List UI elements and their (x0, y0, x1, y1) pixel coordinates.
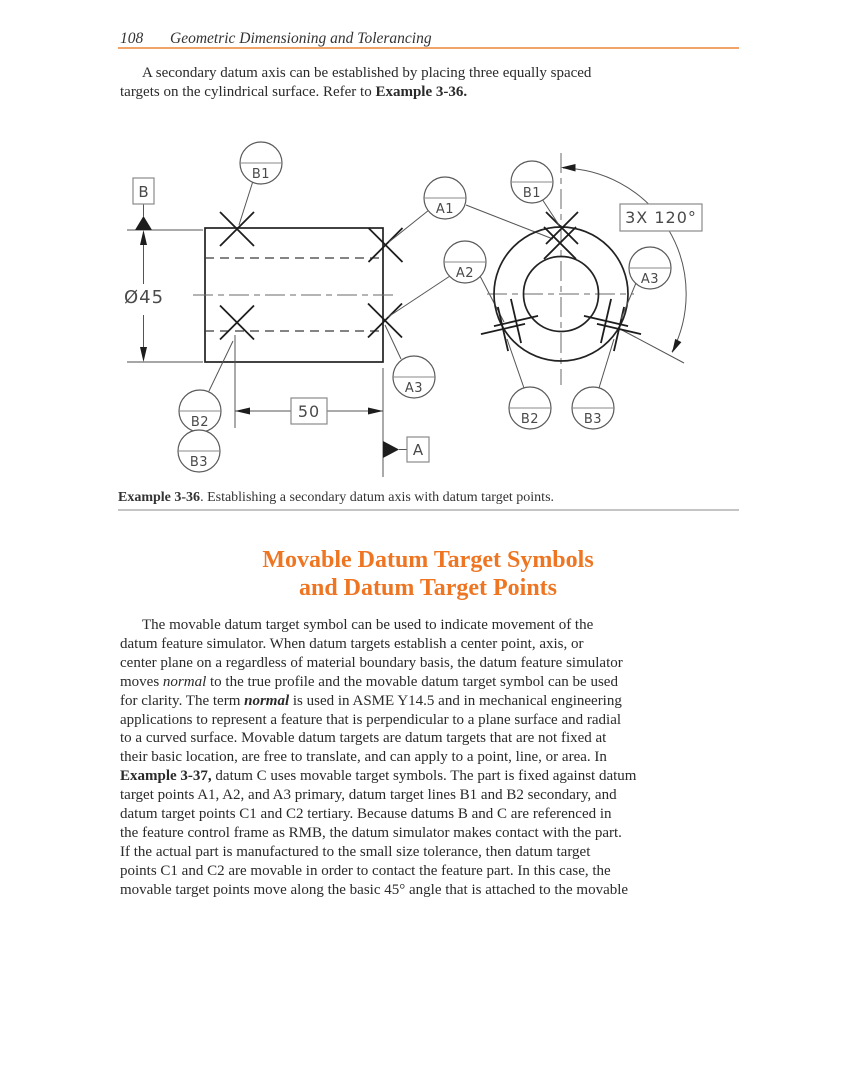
datum-feature-symbol-a: A (383, 436, 430, 463)
diameter-dimension: Ø45 (124, 230, 164, 362)
datum-triangle-a (383, 441, 399, 458)
datum-feature-symbol-b: B (132, 177, 155, 230)
text-segment: If the actual part is manufactured to th… (120, 843, 591, 860)
text-line: for clarity. The term normal is used in … (120, 692, 780, 711)
text-line: applications to represent a feature that… (120, 711, 780, 730)
target-label-a1: A1 (436, 202, 454, 217)
target-label-a3: A3 (405, 381, 423, 396)
text-segment: points C1 and C2 are movable in order to… (120, 862, 611, 879)
bore-circle (522, 255, 600, 333)
text-segment: Example 3-37, (120, 768, 212, 785)
text-segment: datum feature simulator. When datum targ… (120, 635, 584, 652)
length-arrow-left (235, 407, 250, 415)
target-label-b3-end: B3 (584, 412, 602, 427)
text-segment: targets on the cylindrical surface. Refe… (120, 84, 376, 100)
length-value-box (290, 397, 328, 425)
text-segment: to the true profile and the movable datu… (206, 673, 618, 690)
text-segment: Example 3-36. (375, 84, 468, 100)
intro-paragraph: A secondary datum axis can be establishe… (120, 64, 750, 102)
datum-letter-a: A (413, 441, 424, 459)
text-segment: . Establishing a secondary datum axis wi… (200, 490, 555, 505)
dim-arrow-down (140, 347, 147, 362)
text-segment: normal (162, 673, 207, 690)
header-title: Geometric Dimensioning and Tolerancing (170, 30, 432, 47)
text-segment: target points A1, A2, and A3 primary, da… (120, 787, 617, 804)
text-line: to a curved surface. Movable datum targe… (120, 729, 780, 748)
text-line: center plane on a regardless of material… (120, 654, 780, 673)
datum-box-b (132, 177, 155, 205)
section-heading-line2: and Datum Target Points (298, 575, 558, 601)
text-line: datum feature simulator. When datum targ… (120, 635, 780, 654)
text-segment: their basic location, are free to transl… (120, 749, 607, 766)
text-segment: center plane on a regardless of material… (120, 654, 623, 671)
target-label-a3-end: A3 (641, 272, 659, 287)
text-line: target points A1, A2, and A3 primary, da… (120, 786, 780, 805)
dim-arrow-up (140, 230, 147, 245)
text-segment: for clarity. The term (120, 692, 245, 709)
page-header: 108 Geometric Dimensioning and Tolerancin… (120, 30, 740, 48)
datum-target-symbols-side-view: B1 A1 A2 A3 B2 B3 (177, 141, 487, 473)
text-segment: movable target points move along the bas… (120, 881, 629, 898)
angle-arrow-top (561, 164, 576, 172)
datum-target-symbols-end-view: B1 A3 B2 B3 (508, 160, 672, 430)
target-label-b2-end: B2 (521, 412, 539, 427)
text-segment: datum C uses movable target symbols. The… (211, 768, 637, 785)
side-view: B Ø45 (124, 141, 554, 477)
radial-line (619, 328, 685, 364)
text-line: A secondary datum axis can be establishe… (120, 64, 750, 83)
text-segment: The movable datum target symbol can be u… (142, 617, 594, 633)
angle-arrow-bottom (672, 338, 682, 353)
text-line: Example 3-36. Establishing a secondary d… (118, 490, 758, 506)
target-label-b3: B3 (190, 455, 208, 470)
length-arrow-right (368, 407, 383, 415)
header-rule (118, 47, 739, 49)
caption-rule (118, 509, 739, 511)
text-line: moves normal to the true profile and the… (120, 673, 780, 692)
angle-value: 3X 120° (625, 208, 697, 227)
text-segment: moves (120, 673, 163, 690)
target-label-b1: B1 (252, 167, 270, 182)
datum-box-a (406, 436, 430, 463)
leader-lines-end-view (506, 198, 637, 389)
figure-caption: Example 3-36. Establishing a secondary d… (118, 490, 758, 506)
length-value: 50 (298, 402, 320, 421)
datum-triangle-b (135, 216, 152, 230)
text-line: targets on the cylindrical surface. Refe… (120, 83, 750, 102)
text-segment: datum target points C1 and C2 tertiary. … (120, 806, 612, 823)
angle-value-box (619, 203, 703, 232)
text-line: Example 3-37, datum C uses movable targe… (120, 767, 780, 786)
diameter-value: Ø45 (124, 287, 164, 308)
target-label-b2: B2 (191, 415, 209, 430)
target-marks-side-view (219, 211, 404, 341)
technical-drawing: B Ø45 (124, 141, 703, 477)
length-dimension: 50 (234, 335, 384, 477)
angle-pattern-callout: 3X 120° (619, 203, 703, 232)
text-line: points C1 and C2 are movable in order to… (120, 862, 780, 881)
text-segment: is used in ASME Y14.5 and in mechanical … (289, 692, 622, 709)
section-heading: Movable Datum Target Symbols and Datum T… (118, 546, 738, 602)
leader-lines-side-view (208, 180, 554, 392)
section-heading-line1: Movable Datum Target Symbols (262, 547, 594, 573)
text-segment: applications to represent a feature that… (120, 711, 622, 728)
end-view: 3X 120° B1 A3 B2 (480, 153, 703, 430)
body-paragraph: The movable datum target symbol can be u… (120, 616, 780, 900)
text-line: the feature control frame as RMB, the da… (120, 824, 780, 843)
target-label-b1-end: B1 (523, 186, 541, 201)
text-segment: Example 3-36 (118, 490, 201, 505)
text-line: movable target points move along the bas… (120, 881, 780, 900)
text-line: If the actual part is manufactured to th… (120, 843, 780, 862)
text-segment: the feature control frame as RMB, the da… (120, 824, 622, 841)
target-label-a2: A2 (456, 266, 474, 281)
text-line: The movable datum target symbol can be u… (120, 616, 780, 635)
target-marks-end-view (480, 211, 642, 352)
text-line: datum target points C1 and C2 tertiary. … (120, 805, 780, 824)
datum-letter-b: B (138, 183, 148, 201)
text-segment: to a curved surface. Movable datum targe… (120, 730, 607, 747)
page-number: 108 (120, 30, 144, 47)
text-segment: normal (244, 692, 290, 709)
text-line: their basic location, are free to transl… (120, 748, 780, 767)
text-segment: A secondary datum axis can be establishe… (142, 65, 592, 81)
